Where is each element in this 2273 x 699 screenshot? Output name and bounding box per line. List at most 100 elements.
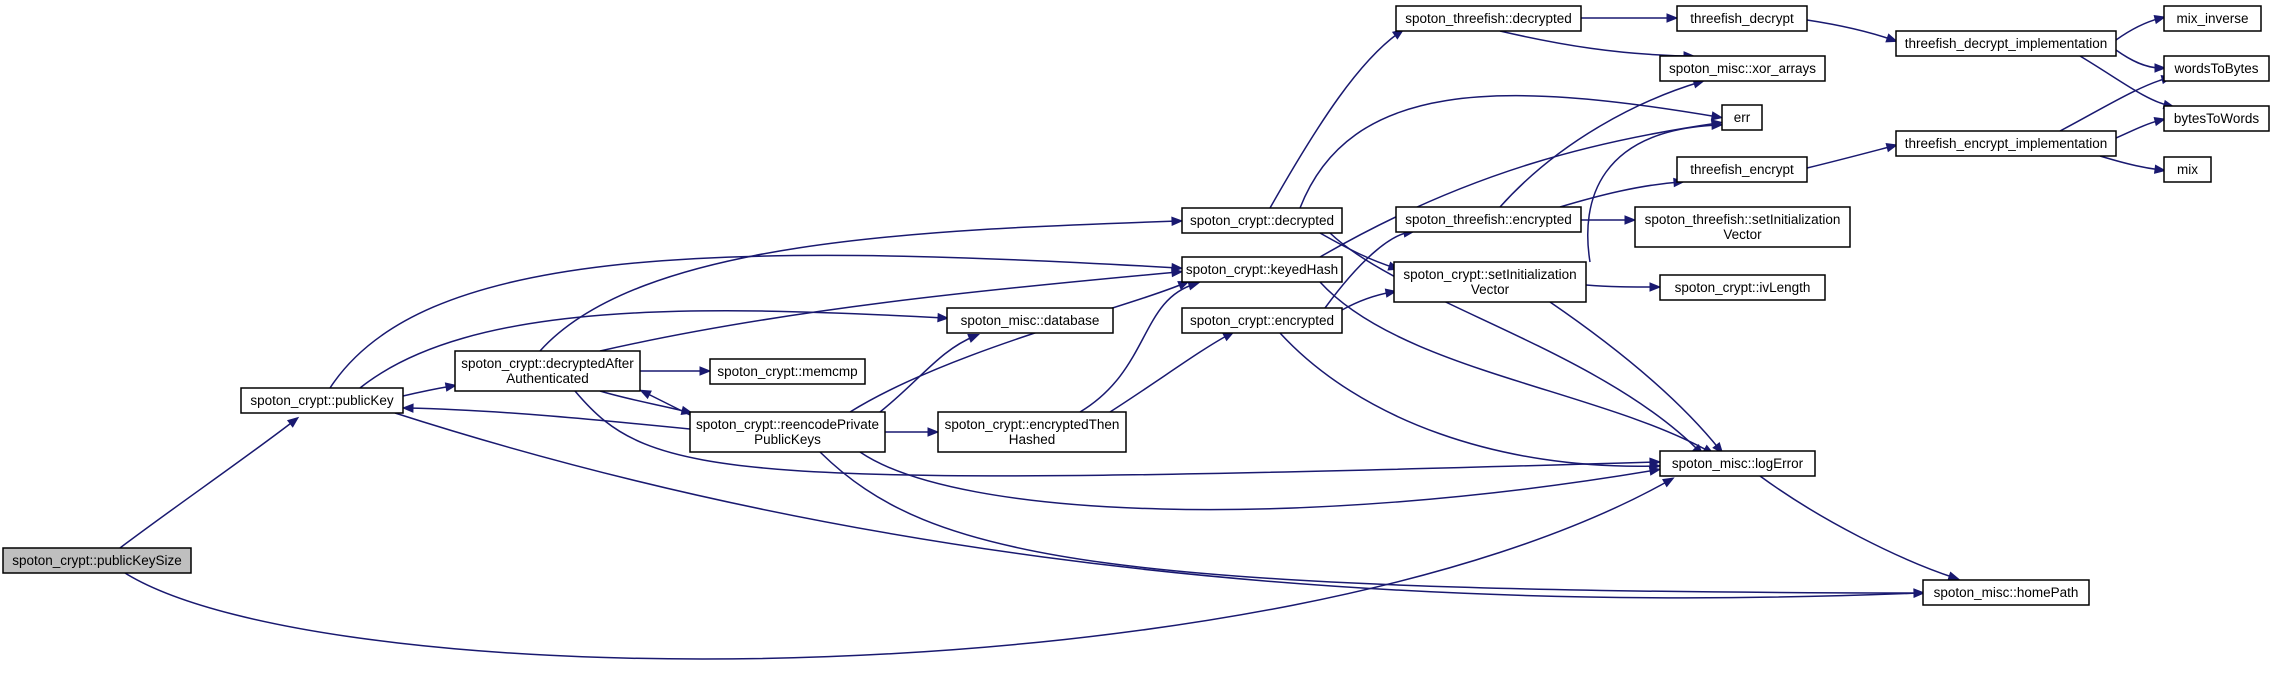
node-publicKeySize[interactable]: spoton_crypt::publicKeySize (2, 547, 192, 574)
node-box[interactable] (946, 307, 1114, 334)
edge-decryptedAfterAuthenticated-to-decrypted (539, 216, 1184, 352)
edge-arrowhead (1662, 477, 1675, 488)
node-threefishEncryptedM[interactable]: spoton_threefish::encrypted (1395, 206, 1582, 233)
edge-arrowhead (639, 389, 652, 400)
node-logError[interactable]: spoton_misc::logError (1659, 450, 1816, 477)
node-threefishEncrypt[interactable]: threefish_encrypt (1676, 156, 1808, 183)
node-box[interactable] (454, 350, 641, 392)
node-threefishDecrypt[interactable]: threefish_decrypt (1676, 5, 1808, 32)
edge-line (1759, 475, 1956, 579)
node-box[interactable] (1659, 450, 1816, 477)
edge-line (329, 254, 1179, 389)
edge-arrowhead (967, 334, 980, 343)
node-label: spoton_crypt::setInitialization (1403, 267, 1576, 282)
node-box[interactable] (689, 411, 886, 453)
edge-line (124, 479, 1671, 660)
edge-threefishEncryptedM-to-xorArrays (1499, 79, 1706, 208)
edge-line (1585, 284, 1657, 288)
node-database[interactable]: spoton_misc::database (946, 307, 1114, 334)
node-encryptImpl[interactable]: threefish_encrypt_implementation (1895, 130, 2117, 157)
node-label: Vector (1471, 282, 1510, 297)
node-label: spoton_misc::homePath (1934, 585, 2079, 600)
node-box[interactable] (1659, 55, 1826, 82)
node-xorArrays[interactable]: spoton_misc::xor_arrays (1659, 55, 1826, 82)
edge-reencodePrivatePublicKeys-to-database (879, 334, 980, 413)
node-box[interactable] (1721, 104, 1763, 131)
edge-line (1269, 31, 1401, 209)
edge-line (879, 335, 976, 413)
edge-publicKey-to-database (359, 310, 950, 389)
edge-line (1806, 19, 1894, 41)
node-setIVThreefish[interactable]: spoton_threefish::setInitializationVecto… (1634, 206, 1851, 248)
edge-line (1279, 332, 1657, 467)
node-box[interactable] (2163, 5, 2262, 32)
node-decrypted[interactable]: spoton_crypt::decrypted (1181, 207, 1343, 234)
node-box[interactable] (2163, 156, 2212, 183)
node-err[interactable]: err (1721, 104, 1763, 131)
edge-publicKeySize-to-logError (124, 477, 1675, 660)
node-box[interactable] (1676, 5, 1808, 32)
node-box[interactable] (1676, 156, 1808, 183)
node-box[interactable] (1634, 206, 1851, 248)
node-box[interactable] (1922, 579, 2090, 606)
node-encrypted[interactable]: spoton_crypt::encrypted (1181, 307, 1343, 334)
node-threefishDecryptedM[interactable]: spoton_threefish::decrypted (1395, 5, 1582, 32)
node-box[interactable] (1181, 207, 1343, 234)
call-graph-nodes: spoton_crypt::publicKeySize spoton_crypt:… (2, 5, 2270, 606)
edge-line (1559, 181, 1681, 208)
node-wordsToBytes[interactable]: wordsToBytes (2163, 55, 2270, 82)
node-box[interactable] (1181, 256, 1343, 283)
node-homePath[interactable]: spoton_misc::homePath (1922, 579, 2090, 606)
edge-encryptImpl-to-bytesToWords (2115, 116, 2167, 139)
node-box[interactable] (1895, 130, 2117, 157)
node-box[interactable] (1395, 5, 1582, 32)
node-box[interactable] (240, 387, 404, 414)
edge-arrowhead (2153, 164, 2167, 174)
node-decryptImpl[interactable]: threefish_decrypt_implementation (1895, 30, 2117, 57)
node-label: Authenticated (506, 371, 589, 386)
edge-arrowhead (927, 427, 940, 437)
edge-line (1499, 30, 1691, 57)
node-bytesToWords[interactable]: bytesToWords (2163, 105, 2270, 132)
node-box[interactable] (709, 358, 866, 385)
edge-arrowhead (401, 403, 414, 413)
node-box[interactable] (2163, 105, 2270, 132)
node-box[interactable] (1395, 206, 1582, 233)
node-box[interactable] (1895, 30, 2117, 57)
edge-line (1324, 231, 1411, 309)
edge-line (574, 390, 1657, 477)
node-memcmp[interactable]: spoton_crypt::memcmp (709, 358, 866, 385)
node-mixInverse[interactable]: mix_inverse (2163, 5, 2262, 32)
edge-arrowhead (1711, 120, 1724, 131)
edge-arrowhead (1913, 588, 1926, 598)
node-box[interactable] (2163, 55, 2270, 82)
edge-arrowhead (1666, 13, 1679, 23)
node-box[interactable] (937, 411, 1127, 453)
node-box[interactable] (1393, 261, 1587, 303)
node-keyedHash[interactable]: spoton_crypt::keyedHash (1181, 256, 1343, 283)
edge-decrypted-to-err (1299, 94, 1724, 209)
node-publicKey[interactable]: spoton_crypt::publicKey (240, 387, 404, 414)
edge-arrowhead (1187, 281, 1201, 291)
node-mix[interactable]: mix (2163, 156, 2212, 183)
node-box[interactable] (1659, 274, 1826, 301)
node-label: spoton_threefish::decrypted (1405, 11, 1572, 26)
node-ivLength[interactable]: spoton_crypt::ivLength (1659, 274, 1826, 301)
edge-line (819, 451, 1921, 594)
edge-arrowhead (1710, 111, 1724, 121)
edge-decryptImpl-to-mixInverse (2115, 14, 2167, 41)
edge-keyedHash-to-logError (1319, 281, 1715, 455)
edge-line (1587, 124, 1719, 263)
edge-decryptImpl-to-wordsToBytes (2115, 49, 2167, 73)
edge-line (539, 220, 1179, 352)
node-box[interactable] (1181, 307, 1343, 334)
edge-line (394, 412, 1921, 599)
edge-line (2059, 77, 2169, 132)
node-box[interactable] (2, 547, 192, 574)
node-decryptedAfterAuthenticated[interactable]: spoton_crypt::decryptedAfterAuthenticate… (454, 350, 641, 392)
edge-encryptImpl-to-mix (2099, 155, 2167, 174)
